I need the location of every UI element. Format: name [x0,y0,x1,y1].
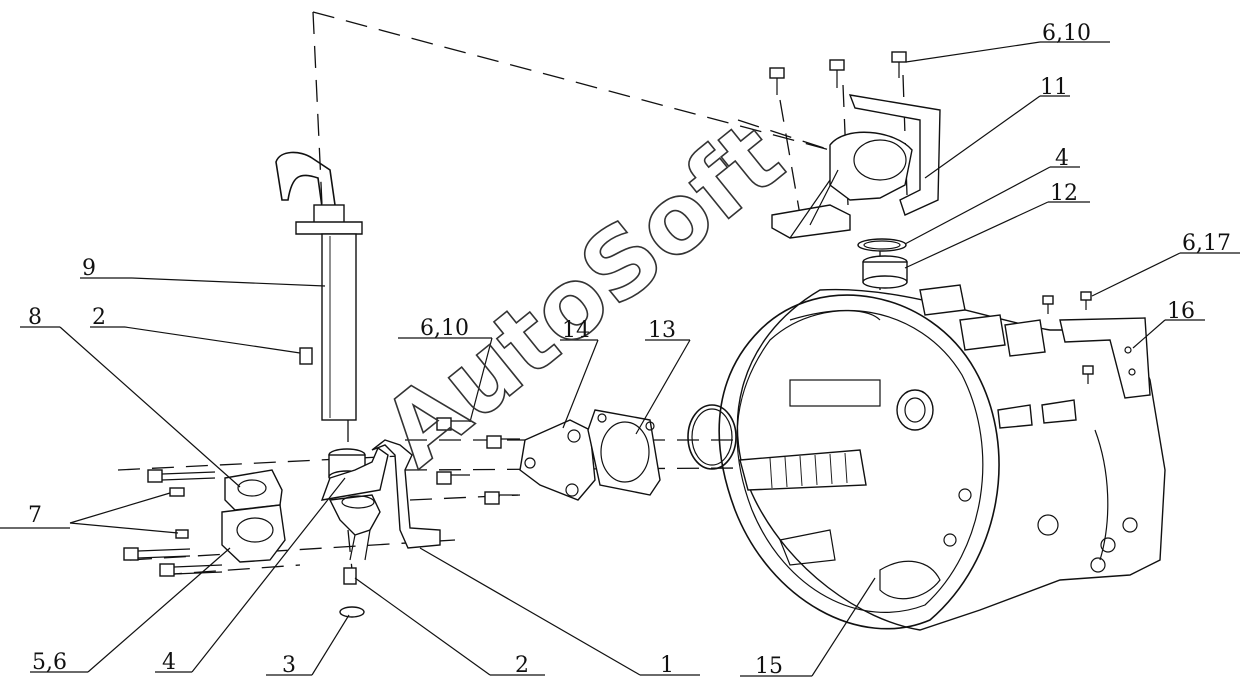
part-3-washer [339,606,365,618]
callout-label: 16 [1167,299,1195,324]
part-9-shift-tube [275,151,363,421]
part-14-cover [519,419,596,501]
part-15-clutch-housing [718,284,1166,631]
part-12-sleeve [862,255,908,289]
part-13-gasket [587,409,661,496]
part-11-top-bracket [771,94,941,239]
callout-label: 15 [755,654,783,679]
callout-label: 6,17 [1182,231,1231,256]
callout-label: 7 [28,503,42,528]
callout-label: 4 [162,650,176,675]
callout-label: 9 [82,256,96,281]
callout-label: 8 [28,305,42,330]
callout-label: 3 [282,653,296,678]
part-2-pins [299,347,357,585]
callout-label: 2 [515,653,529,678]
leader-lines [0,41,1240,677]
part-16-side-bracket [1059,317,1151,399]
callout-labels: 6,10 11 4 12 6,17 16 9 8 2 6,10 14 13 7 … [28,21,1231,679]
bolts-6-10-top [769,51,907,95]
bolts-5-6-7 [123,469,223,577]
callout-label: 4 [1055,146,1069,171]
callout-label: 6,10 [1042,21,1091,46]
o-ring [687,404,737,470]
part-4-top-ring [857,238,907,252]
callout-label: 14 [562,318,590,343]
callout-label: 11 [1040,75,1068,100]
callout-label: 12 [1050,181,1078,206]
callout-label: 6,10 [420,316,469,341]
callout-label: 5,6 [32,650,67,675]
callout-label: 2 [92,305,106,330]
callout-label: 13 [648,318,676,343]
callout-label: 1 [660,653,674,678]
bolts-6-17 [1042,291,1094,384]
bolts-6-10-mid [436,417,520,505]
part-8-shift-housing [221,469,286,563]
